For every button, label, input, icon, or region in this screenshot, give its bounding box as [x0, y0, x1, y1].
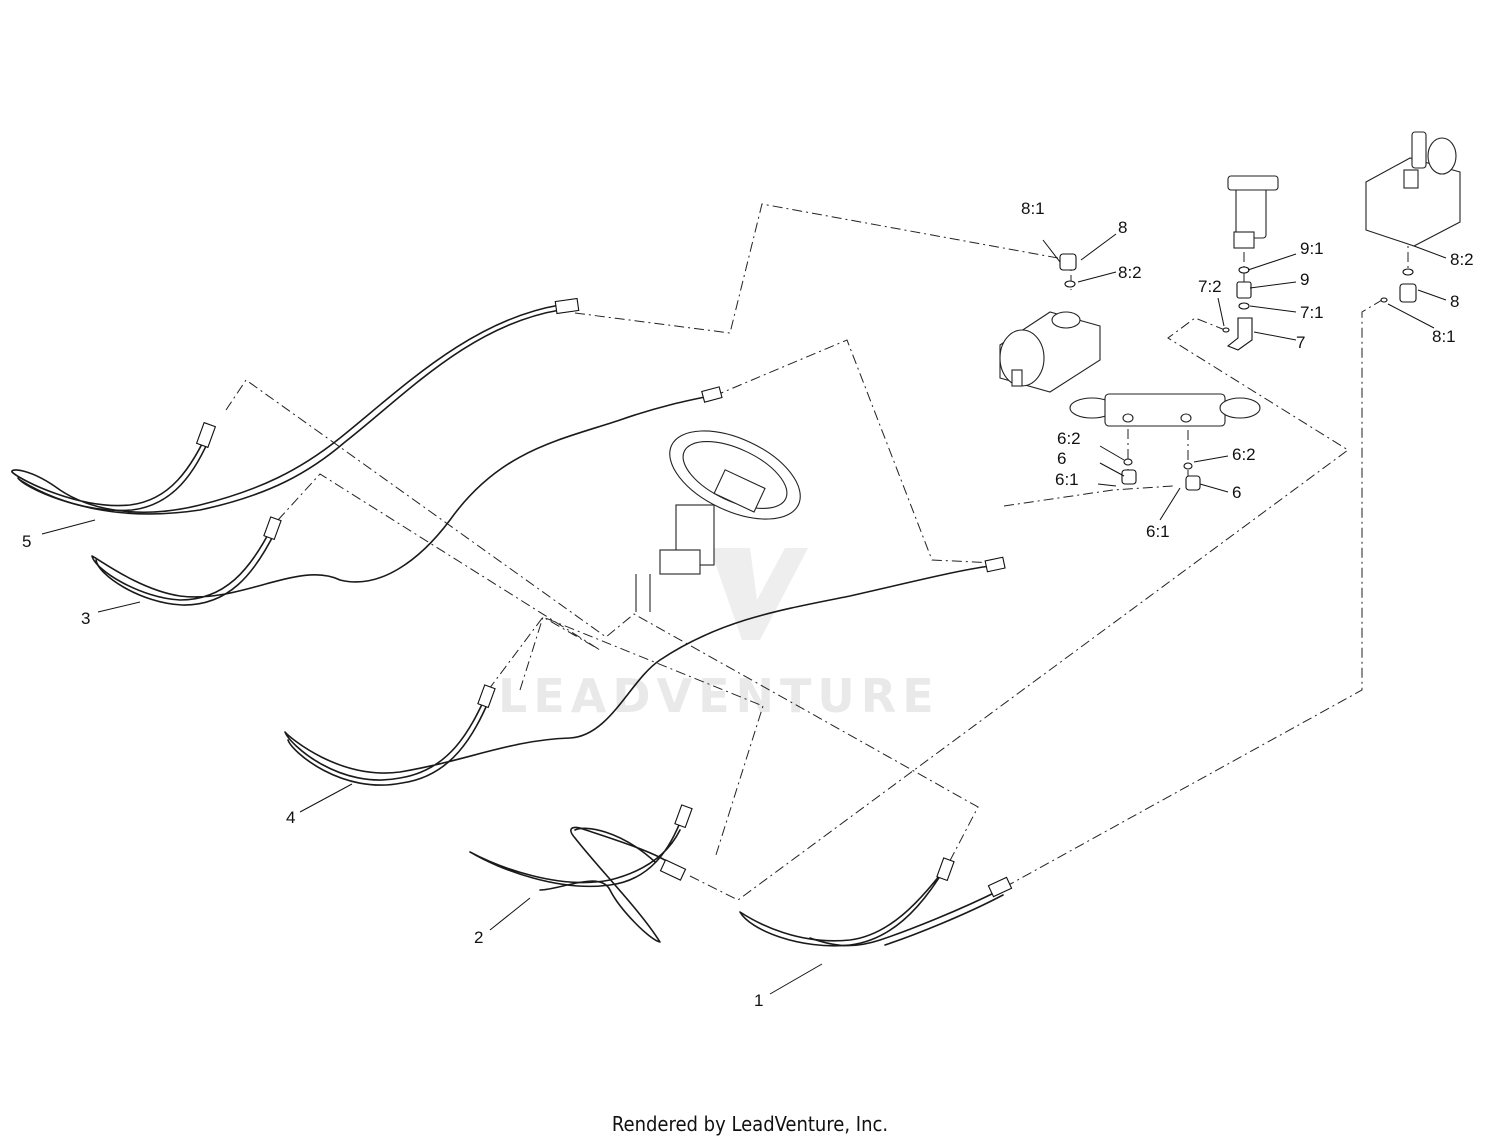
fittings-7-9	[1222, 266, 1253, 351]
connection-guides	[225, 203, 1409, 901]
callout-9: 9	[1300, 270, 1309, 289]
callout-6-2-right: 6:2	[1232, 445, 1256, 464]
callout-7-1: 7:1	[1300, 303, 1324, 322]
callout-8-motor: 8	[1118, 218, 1127, 237]
hydraulic-cylinder	[1069, 393, 1261, 427]
callout-8-2-motor: 8:2	[1118, 263, 1142, 282]
callout-2: 2	[474, 928, 483, 947]
callout-7-2: 7:2	[1198, 277, 1222, 296]
callout-6-right: 6	[1232, 483, 1241, 502]
callout-8-1-motor: 8:1	[1021, 199, 1045, 218]
fitting-8-motor	[1059, 253, 1077, 288]
callout-3: 3	[81, 609, 90, 628]
hose-3	[91, 386, 723, 606]
watermark: LEADVENTURE	[498, 548, 940, 723]
watermark-text: LEADVENTURE	[498, 669, 940, 723]
hose-2	[469, 804, 693, 943]
callout-7: 7	[1296, 333, 1305, 352]
fitting-8-valve	[1380, 268, 1417, 303]
callout-8-2-valve: 8:2	[1450, 250, 1474, 269]
callout-4: 4	[286, 808, 295, 827]
callout-6-1-right: 6:1	[1146, 522, 1170, 541]
callout-6-1-left: 6:1	[1055, 470, 1079, 489]
hose-5	[11, 297, 580, 515]
callout-6-2-left: 6:2	[1057, 429, 1081, 448]
callouts: 5 3 4 2 1 8:1 8 8:2 9:1 9 7:2 7:1 7 8:2 …	[22, 199, 1474, 1010]
callout-1: 1	[754, 991, 763, 1010]
callout-5: 5	[22, 532, 31, 551]
fittings-6	[1121, 458, 1201, 491]
callout-6-left: 6	[1057, 449, 1066, 468]
callout-8-1-valve: 8:1	[1432, 327, 1456, 346]
leader-lines	[41, 233, 1447, 995]
footer-credit: Rendered by LeadVenture, Inc.	[611, 1112, 889, 1136]
callout-8-valve: 8	[1450, 292, 1459, 311]
callout-9-1: 9:1	[1300, 239, 1324, 258]
hydraulic-motor	[999, 311, 1101, 393]
control-valve-block	[1365, 131, 1461, 247]
hose-4	[284, 556, 1006, 786]
valve-block	[1227, 175, 1279, 249]
steering-unit	[635, 430, 801, 612]
hose-1	[739, 857, 1013, 947]
